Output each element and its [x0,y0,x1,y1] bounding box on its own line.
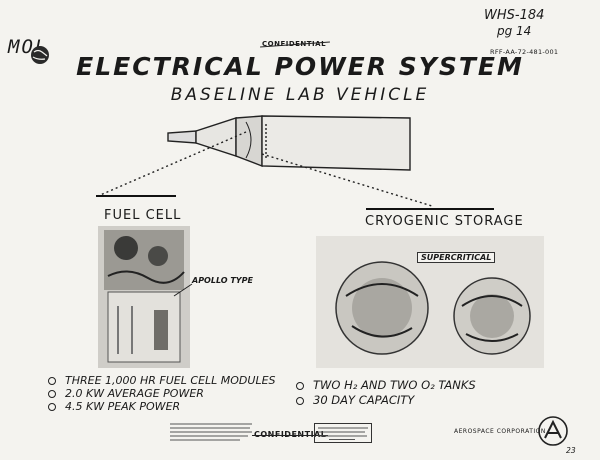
downgrade-stamp [314,423,372,443]
bullet-icon [296,396,304,405]
aerospace-logo-icon [538,416,568,446]
list-item: 4.5 KW PEAK POWER [48,400,276,413]
apollo-callout-arrow [173,283,193,297]
reference-code: RFF-AA-72-481-001 [490,48,559,56]
list-item: 30 DAY CAPACITY [296,393,476,408]
fuel-cell-photo [98,226,190,368]
bullet-icon [48,376,56,385]
fine-print-block [170,423,252,441]
bullet-icon [48,389,56,398]
page-subtitle: BASELINE LAB VEHICLE [170,85,430,105]
apollo-type-callout: APOLLO TYPE [192,276,253,285]
handwritten-doc-id: WHS-184 [484,8,545,23]
fuel-cell-heading: FUEL CELL [104,208,182,223]
list-item: 2.0 KW AVERAGE POWER [48,387,276,400]
company-name: AEROSPACE CORPORATION [454,428,546,435]
cryogenic-storage-heading: CRYOGENIC STORAGE [365,214,524,229]
list-item: TWO H₂ AND TWO O₂ TANKS [296,378,476,393]
classification-bottom: CONFIDENTIAL [251,430,329,439]
fuel-cell-bullets: THREE 1,000 HR FUEL CELL MODULES 2.0 KW … [48,374,276,413]
supercritical-callout: SUPERCRITICAL [417,252,496,263]
list-item: THREE 1,000 HR FUEL CELL MODULES [48,374,276,387]
page-mark: 23 [566,446,576,455]
bullet-icon [48,402,56,411]
bullet-icon [296,381,304,390]
globe-icon [31,46,49,64]
classification-top: CONFIDENTIAL [262,40,327,48]
cryogenic-bullets: TWO H₂ AND TWO O₂ TANKS 30 DAY CAPACITY [296,378,476,408]
page-title: ELECTRICAL POWER SYSTEM [76,52,524,81]
handwritten-page: pg 14 [497,24,532,38]
